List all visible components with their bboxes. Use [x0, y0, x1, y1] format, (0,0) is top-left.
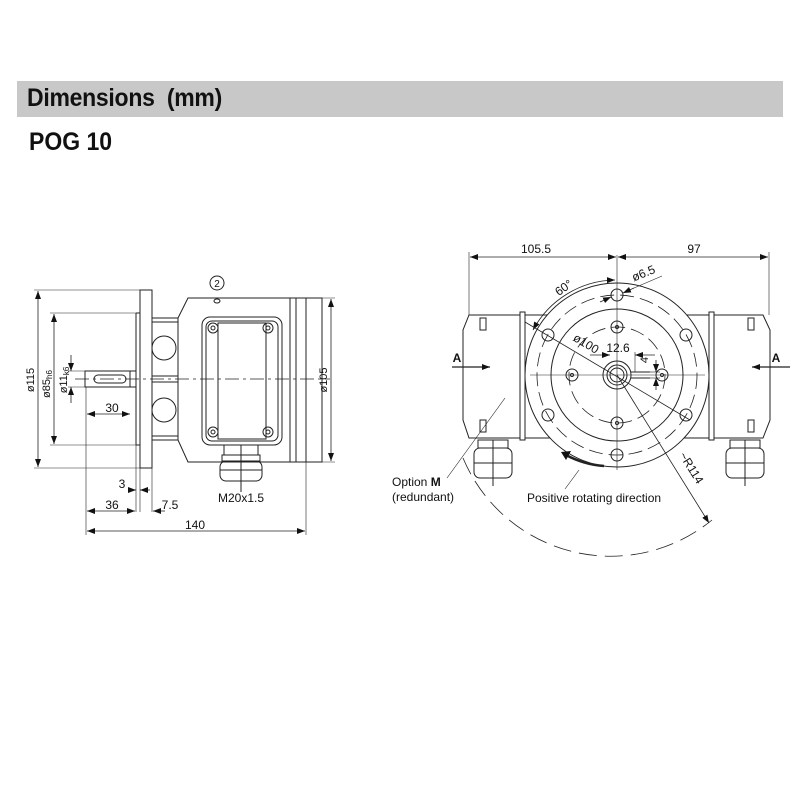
dim-12-6-label: 12.6 — [606, 341, 630, 355]
dim-4-label: 4 — [639, 357, 651, 363]
left-terminal-housing — [462, 314, 521, 439]
terminal-box — [201, 316, 283, 446]
dim-36-label: 36 — [105, 498, 119, 512]
option-m-note: (redundant) — [392, 490, 454, 504]
view-a-right-label: A — [772, 351, 781, 365]
dim-shaft-length-label: 30 — [105, 401, 119, 415]
radius-label: ~R114 — [676, 449, 706, 486]
sweep-radius-arc — [462, 457, 713, 557]
rotation-direction-label: Positive rotating direction — [527, 491, 661, 505]
hole-dia-label: ø6.5 — [630, 262, 658, 284]
right-terminal-housing — [713, 314, 771, 439]
dim-d85-label: ø85h6 — [41, 370, 54, 398]
cable-gland-label: M20x1.5 — [218, 491, 264, 505]
cable-gland-icon — [219, 444, 263, 492]
callout-2-label: 2 — [214, 279, 220, 290]
dim-140-label: 140 — [185, 518, 205, 532]
dim-97-label: 97 — [687, 242, 701, 256]
dim-3-label: 3 — [119, 477, 126, 491]
dim-d115-label: ø115 — [25, 368, 37, 392]
model-title: POG 10 — [29, 128, 113, 156]
section-header-bar: Dimensions (mm) — [17, 81, 783, 117]
option-m-label: Option M — [392, 475, 441, 489]
dim-7-5-label: 7.5 — [162, 498, 179, 512]
side-port-bottom — [151, 397, 177, 423]
callout-2-circle — [209, 275, 225, 291]
right-cable-gland-icon — [725, 439, 765, 486]
view-a-left-label: A — [453, 351, 462, 365]
front-view — [446, 252, 790, 557]
left-cable-gland-icon — [473, 439, 513, 486]
section-title: Dimensions (mm) — [27, 84, 222, 112]
dim-d11-label: ø11k6 — [58, 366, 71, 393]
dim-105-5-label: 105.5 — [521, 242, 551, 256]
dim-d105-label: ø105 — [318, 367, 330, 392]
side-port-top — [151, 335, 177, 361]
side-view — [34, 275, 335, 535]
